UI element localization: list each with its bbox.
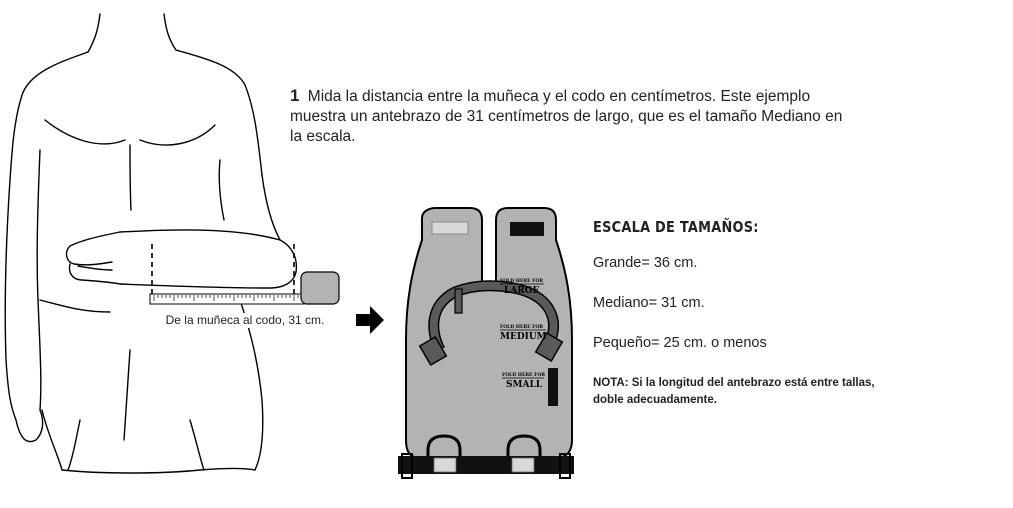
step-text: Mida la distancia entre la muñeca y el c…: [290, 88, 843, 145]
torso-figure: [4, 13, 298, 474]
size-medium: Mediano= 31 cm.: [593, 295, 705, 311]
fold-large-label: LARGE: [504, 286, 539, 296]
size-scale-heading: ESCALA DE TAMAÑOS:: [593, 218, 759, 236]
fold-small-label: SMALL: [506, 380, 543, 390]
splint-illustration: FOLD HERE FOR LARGE FOLD HERE FOR MEDIUM…: [398, 207, 574, 479]
size-scale-panel: ESCALA DE TAMAÑOS: Grande= 36 cm. Median…: [593, 218, 973, 409]
size-small: Pequeño= 25 cm. o menos: [593, 335, 767, 351]
fold-medium-label: MEDIUM: [500, 332, 547, 342]
measuring-tape: [149, 244, 340, 305]
instruction-step: 1 Mida la distancia entre la muñeca y el…: [290, 86, 850, 147]
arrow-right-icon: [356, 306, 384, 334]
fold-medium-prefix: FOLD HERE FOR: [500, 324, 543, 330]
fold-large-prefix: FOLD HERE FOR: [500, 278, 543, 284]
step-number: 1: [290, 86, 300, 105]
measure-caption: De la muñeca al codo, 31 cm.: [146, 313, 344, 328]
size-large: Grande= 36 cm.: [593, 255, 698, 271]
size-note: NOTA: Si la longitud del antebrazo está …: [593, 377, 875, 406]
fold-small-prefix: FOLD HERE FOR: [502, 372, 545, 378]
